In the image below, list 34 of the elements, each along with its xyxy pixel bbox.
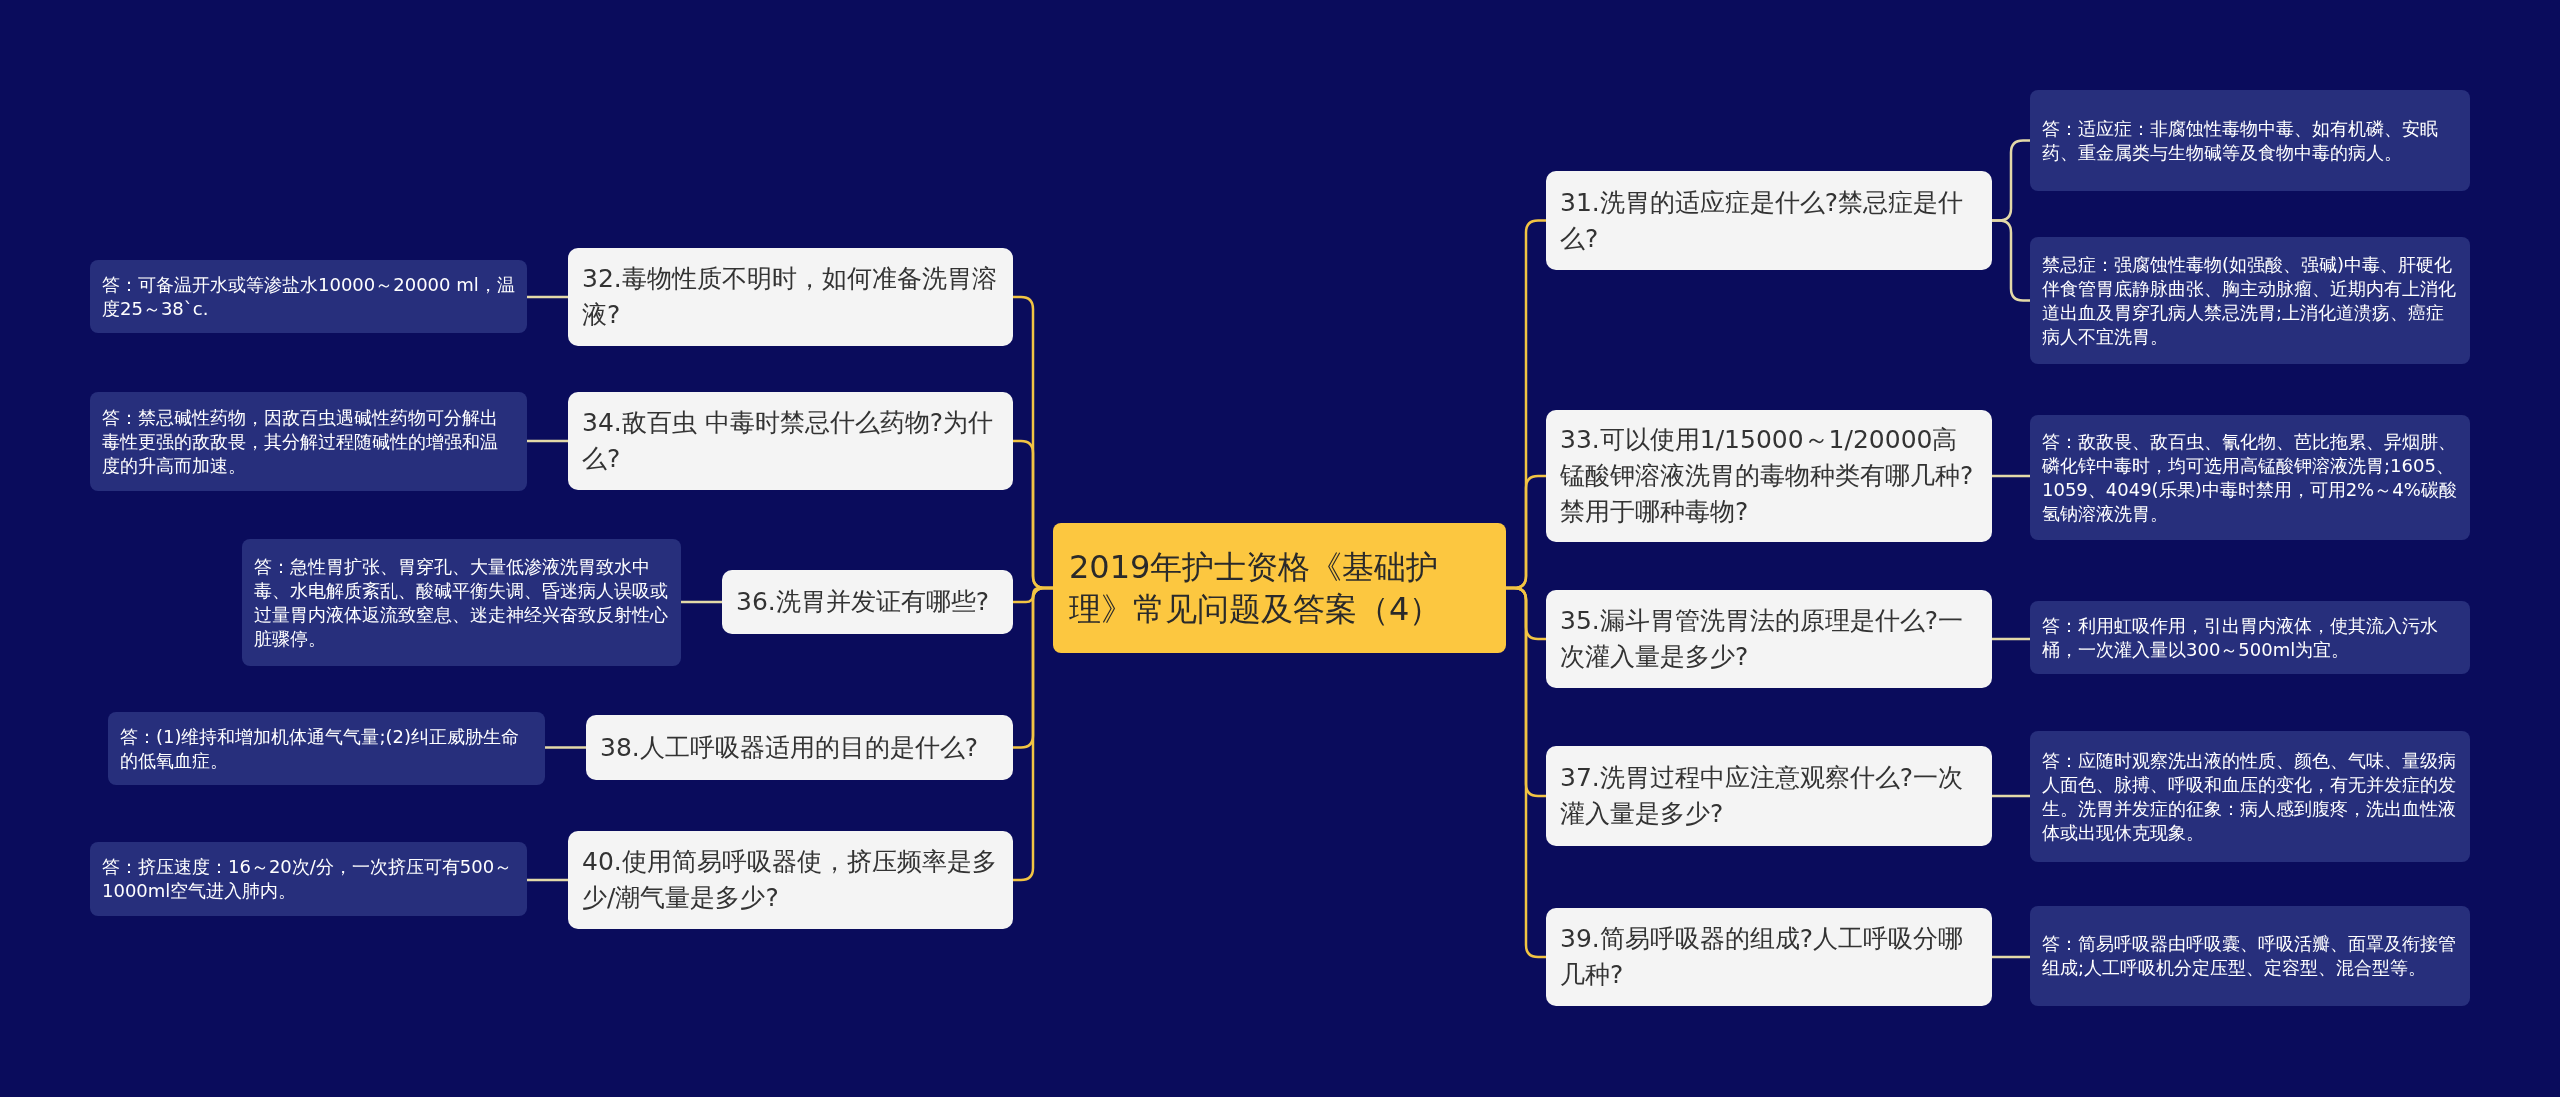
answer-box: 答：可备温开水或等渗盐水10000～20000 ml，温度25～38`c. xyxy=(90,260,527,333)
answer-box: 答：适应症：非腐蚀性毒物中毒、如有机磷、安眠药、重金属类与生物碱等及食物中毒的病人。 xyxy=(2030,90,2470,191)
connector-line xyxy=(1992,794,2030,798)
connector-line xyxy=(1013,586,1053,882)
connector-line xyxy=(681,600,722,604)
connector-line xyxy=(545,746,586,749)
answer-box: 禁忌症：强腐蚀性毒物(如强酸、强碱)中毒、肝硬化伴食管胃底静脉曲张、胸主动脉瘤、近期内有上消化道出血及胃穿孔病人禁忌洗胃;上消化道溃疡、癌症病人不宜洗胃。 xyxy=(2030,237,2470,364)
answer-box: 答：禁忌碱性药物，因敌百虫遇碱性药物可分解出毒性更强的敌敌畏，其分解过程随碱性的增强和温度的升高而加速。 xyxy=(90,392,527,491)
question-box: 32.毒物性质不明时，如何准备洗胃溶液? xyxy=(568,248,1013,346)
answer-box: 答：敌敌畏、敌百虫、氰化物、芭比拖累、异烟肼、磷化锌中毒时，均可选用高锰酸钾溶液洗胃;1605、1059、4049(乐果)中毒时禁用，可用2%～4%碳酸氢钠溶液洗胃。 xyxy=(2030,415,2470,540)
question-box: 40.使用简易呼吸器使，挤压频率是多少/潮气量是多少? xyxy=(568,831,1013,929)
connector-line xyxy=(527,439,568,443)
connector-line xyxy=(527,295,568,299)
connector-line xyxy=(1992,955,2030,959)
question-box: 38.人工呼吸器适用的目的是什么? xyxy=(586,715,1013,780)
question-box: 34.敌百虫 中毒时禁忌什么药物?为什么? xyxy=(568,392,1013,490)
question-box: 33.可以使用1/15000～1/20000高锰酸钾溶液洗胃的毒物种类有哪几种?禁用于哪种毒物? xyxy=(1546,410,1992,542)
answer-box: 答：(1)维持和增加机体通气气量;(2)纠正威胁生命的低氧血症。 xyxy=(108,712,545,785)
question-box: 35.漏斗胃管洗胃法的原理是什么?一次灌入量是多少? xyxy=(1546,590,1992,688)
answer-box: 答：急性胃扩张、胃穿孔、大量低渗液洗胃致水中毒、水电解质紊乱、酸碱平衡失调、昏迷病人误吸或过量胃内液体返流致窒息、迷走神经兴奋致反射性心脏骤停。 xyxy=(242,539,681,666)
question-box: 37.洗胃过程中应注意观察什么?一次灌入量是多少? xyxy=(1546,746,1992,846)
answer-box: 答：利用虹吸作用，引出胃内液体，使其流入污水桶，一次灌入量以300～500ml为宜。 xyxy=(2030,601,2470,674)
answer-box: 答：挤压速度：16～20次/分，一次挤压可有500～1000ml空气进入肺内。 xyxy=(90,842,527,916)
question-box: 39.简易呼吸器的组成?人工呼吸分哪几种? xyxy=(1546,908,1992,1006)
connector-line xyxy=(527,878,568,882)
answer-box: 答：应随时观察洗出液的性质、颜色、气味、量级病人面色、脉搏、呼吸和血压的变化，有无并发症的发生。洗胃并发症的征象：病人感到腹疼，洗出血性液体或出现休克现象。 xyxy=(2030,731,2470,862)
question-box: 36.洗胃并发证有哪些? xyxy=(722,570,1013,634)
topic-box: 2019年护士资格《基础护理》常见问题及答案（4） xyxy=(1053,523,1506,653)
connector-line xyxy=(1992,219,2030,302)
answer-box: 答：简易呼吸器由呼吸囊、呼吸活瓣、面罩及衔接管组成;人工呼吸机分定压型、定容型、混合型等。 xyxy=(2030,906,2470,1006)
question-box: 31.洗胃的适应症是什么?禁忌症是什么? xyxy=(1546,171,1992,270)
connector-line xyxy=(1992,637,2030,641)
connector-line xyxy=(1992,474,2030,478)
connector-line xyxy=(1506,586,1546,959)
